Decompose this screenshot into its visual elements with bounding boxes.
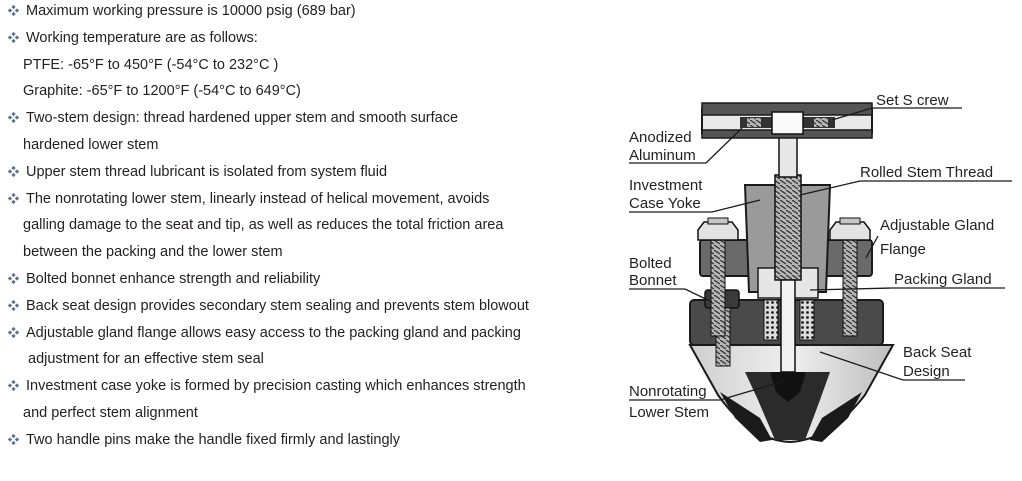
handle-hub <box>771 111 804 135</box>
feature-line: Two handle pins make the handle fixed fi… <box>6 429 606 451</box>
set-screw-left <box>747 118 761 127</box>
feature-line: Two-stem design: thread hardened upper s… <box>6 107 606 129</box>
feature-line: between the packing and the lower stem <box>6 241 606 263</box>
feature-text: Two handle pins make the handle fixed fi… <box>26 431 400 448</box>
leader-gland-flange <box>865 235 879 259</box>
leader-rolled-thread <box>799 180 1012 196</box>
diamond-bullet-icon <box>8 31 19 43</box>
feature-line: Upper stem thread lubricant is isolated … <box>6 161 606 183</box>
feature-text: hardened lower stem <box>23 137 159 153</box>
feature-line: PTFE: -65°F to 450°F (-54°C to 232°C ) <box>6 54 606 76</box>
body-port <box>745 372 830 440</box>
feature-line: and perfect stem alignment <box>6 402 606 424</box>
label-flange: Flange <box>880 241 926 258</box>
gland-stud-right <box>842 235 858 337</box>
upper-stem-thread <box>774 174 802 281</box>
nut-top-right <box>839 217 861 225</box>
diamond-bullet-icon <box>8 192 19 204</box>
set-screw-right <box>814 118 828 127</box>
leader-packing-gland <box>809 287 1005 291</box>
leader-bolted-bonnet <box>629 288 713 303</box>
label-bolted: Bolted <box>629 255 672 272</box>
label-adjustable-gland: Adjustable Gland <box>880 217 995 234</box>
diamond-bullet-icon <box>8 299 19 311</box>
label-lower-stem: Lower Stem <box>629 404 710 421</box>
feature-text: Two-stem design: thread hardened upper s… <box>26 110 459 127</box>
packing-right <box>799 299 815 341</box>
feature-text: Investment case yoke is formed by precis… <box>26 378 526 395</box>
feature-line: The nonrotating lower stem, linearly ins… <box>6 188 606 210</box>
feature-text: Graphite: -65°F to 1200°F (-54°C to 649°… <box>23 83 301 100</box>
leader-nonrotating <box>629 379 789 401</box>
label-design: Design <box>903 363 950 380</box>
feature-text: The nonrotating lower stem, linearly ins… <box>26 190 490 207</box>
feature-text: Adjustable gland flange allows easy acce… <box>26 324 521 341</box>
feature-line: galling damage to the seat and tip, as w… <box>6 214 606 236</box>
feature-text: PTFE: -65°F to 450°F (-54°C to 232°C ) <box>23 56 279 73</box>
diamond-bullet-icon <box>8 5 19 16</box>
feature-text: adjustment for an effective stem seal <box>28 351 264 368</box>
feature-text: Upper stem thread lubricant is isolated … <box>26 163 388 180</box>
diamond-bullet-icon <box>8 326 19 338</box>
leader-lines <box>629 107 1012 401</box>
lower-stem <box>780 279 796 373</box>
feature-line: Back seat design provides secondary stem… <box>6 295 606 317</box>
diamond-bullet-icon <box>8 165 19 177</box>
diamond-bullet-icon <box>8 380 19 392</box>
feature-text: Maximum working pressure is 10000 psig (… <box>26 3 356 19</box>
diamond-bullet-icon <box>8 433 19 445</box>
feature-text: Working temperature are as follows: <box>26 29 258 46</box>
feature-text: Bolted bonnet enhance strength and relia… <box>26 271 321 287</box>
label-investment: Investment <box>629 177 703 194</box>
leader-case-yoke <box>629 199 761 213</box>
nut-top-left <box>707 217 729 225</box>
feature-line: hardened lower stem <box>6 134 606 156</box>
feature-text: Back seat design provides secondary stem… <box>26 297 529 314</box>
label-aluminum: Aluminum <box>629 147 696 164</box>
feature-line: Working temperature are as follows: <box>6 27 606 49</box>
feature-line: adjustment for an effective stem seal <box>6 348 606 370</box>
feature-text: galling damage to the seat and tip, as w… <box>23 217 504 234</box>
stem-tip <box>770 372 806 402</box>
label-anodized: Anodized <box>629 129 692 146</box>
label-nonrotating: Nonrotating <box>629 383 707 400</box>
label-rolled-stem-thread: Rolled Stem Thread <box>860 164 994 181</box>
gland-stud-left <box>710 235 726 337</box>
body-passage-left <box>720 392 772 442</box>
label-back-seat: Back Seat <box>903 344 972 361</box>
label-case-yoke: Case Yoke <box>629 195 701 212</box>
feature-line: Bolted bonnet enhance strength and relia… <box>6 268 606 290</box>
body-passage-right <box>810 392 862 442</box>
label-set-screw: Set S crew <box>876 92 949 109</box>
leader-set-screw <box>831 107 962 121</box>
diamond-bullet-icon <box>8 112 19 124</box>
feature-line: Graphite: -65°F to 1200°F (-54°C to 649°… <box>6 80 606 102</box>
hex-nut-right <box>829 221 871 241</box>
packing-left <box>763 299 779 341</box>
label-bonnet: Bonnet <box>629 272 677 289</box>
hex-nut-left <box>697 221 739 241</box>
leader-back-seat <box>819 351 965 381</box>
diamond-bullet-icon <box>8 273 19 284</box>
feature-text: and perfect stem alignment <box>23 405 198 421</box>
label-packing-gland: Packing Gland <box>894 271 992 288</box>
feature-line: Investment case yoke is formed by precis… <box>6 375 606 397</box>
leader-anodized <box>629 127 743 164</box>
feature-text: between the packing and the lower stem <box>23 244 283 261</box>
feature-line: Adjustable gland flange allows easy acce… <box>6 322 606 344</box>
feature-line: Maximum working pressure is 10000 psig (… <box>6 0 606 22</box>
